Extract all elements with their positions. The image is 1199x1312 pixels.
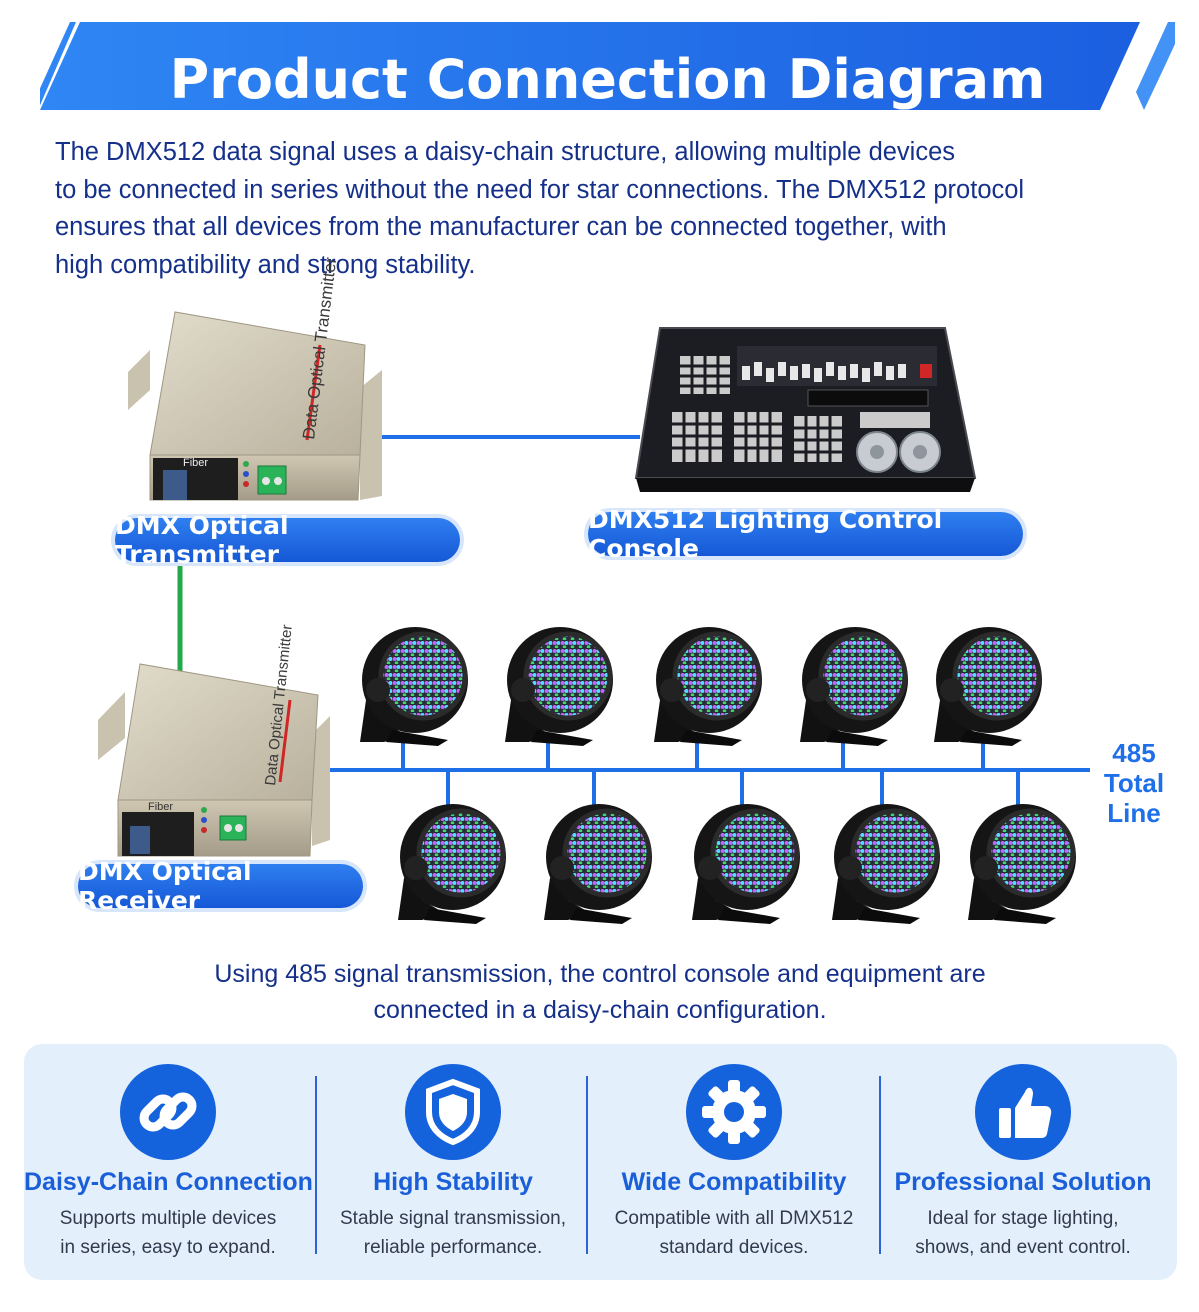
par-light [544, 804, 652, 924]
feature-high-stability: High Stability Stable signal transmissio… [309, 1044, 597, 1280]
feature-desc-line: Ideal for stage lighting, [927, 1208, 1119, 1229]
feature-desc-line: Supports multiple devices [59, 1208, 277, 1229]
feature-desc-line: Stable signal transmission, [340, 1208, 566, 1229]
feature-divider [315, 1076, 317, 1254]
feature-desc: Stable signal transmission, reliable per… [309, 1204, 597, 1262]
banner-shape [40, 22, 1175, 110]
diagram-caption: Using 485 signal transmission, the contr… [150, 956, 1050, 1028]
bus-label-line: Total Line [1103, 768, 1165, 828]
feature-desc-line: standard devices. [659, 1237, 809, 1258]
par-light [692, 804, 800, 924]
feature-daisy-chain: Daisy-Chain Connection Supports multiple… [24, 1044, 313, 1280]
features-panel: Daisy-Chain Connection Supports multiple… [24, 1044, 1177, 1280]
bus-label: 485 Total Line [1074, 738, 1194, 828]
par-light [832, 804, 940, 924]
feature-desc: Compatible with all DMX512 standard devi… [590, 1204, 878, 1262]
intro-text: The DMX512 data signal uses a daisy-chai… [55, 134, 1165, 284]
feature-title: Daisy-Chain Connection [24, 1168, 313, 1196]
gear-icon [686, 1064, 782, 1160]
receiver-label: DMX Optical Receiver [78, 857, 363, 915]
intro-line: to be connected in series without the ne… [55, 175, 1025, 204]
intro-line: The DMX512 data signal uses a daisy-chai… [55, 138, 956, 166]
page-title: Product Connection Diagram [169, 48, 1046, 111]
par-light [968, 804, 1076, 924]
feature-desc-line: in series, easy to expand. [60, 1237, 276, 1258]
transmitter-port-label: Fiber [183, 457, 208, 469]
optical-transmitter-device: Data Optical Transmitter Fiber [128, 256, 382, 501]
par-light [934, 627, 1042, 746]
par-light [654, 627, 762, 746]
feature-divider [879, 1076, 881, 1254]
intro-line: high compatibility and strong stability. [55, 250, 476, 279]
feature-wide-compatibility: Wide Compatibility Compatible with all D… [590, 1044, 878, 1280]
optical-receiver-device: Data Optical Transmitter Fiber [98, 624, 330, 857]
par-light [398, 804, 506, 924]
feature-title: Wide Compatibility [621, 1168, 847, 1196]
shield-icon [405, 1064, 501, 1160]
thumbs-up-icon [975, 1064, 1071, 1160]
transmitter-label: DMX Optical Transmitter [115, 511, 460, 569]
caption-line: connected in a daisy-chain configuration… [373, 996, 827, 1024]
par-light [505, 627, 613, 746]
feature-desc: Ideal for stage lighting, shows, and eve… [879, 1204, 1167, 1262]
feature-desc-line: shows, and event control. [915, 1237, 1131, 1258]
bus-label-line: 485 [1112, 738, 1156, 768]
lighting-console-device [634, 327, 977, 492]
feature-professional-solution: Professional Solution Ideal for stage li… [879, 1044, 1167, 1280]
intro-line: ensures that all devices from the manufa… [55, 213, 947, 241]
console-label: DMX512 Lighting Control Console [588, 505, 1023, 563]
feature-title: High Stability [373, 1168, 533, 1196]
caption-line: Using 485 signal transmission, the contr… [214, 960, 986, 988]
feature-divider [586, 1076, 588, 1254]
chain-link-icon [120, 1064, 216, 1160]
title-banner: Product Connection Diagram [40, 22, 1175, 111]
receiver-port-label: Fiber [148, 801, 173, 813]
feature-desc-line: reliable performance. [363, 1237, 543, 1258]
par-light [800, 627, 908, 746]
par-light [360, 627, 468, 746]
feature-desc-line: Compatible with all DMX512 [614, 1208, 854, 1229]
feature-desc: Supports multiple devices in series, eas… [24, 1204, 312, 1262]
feature-title: Professional Solution [894, 1168, 1152, 1196]
